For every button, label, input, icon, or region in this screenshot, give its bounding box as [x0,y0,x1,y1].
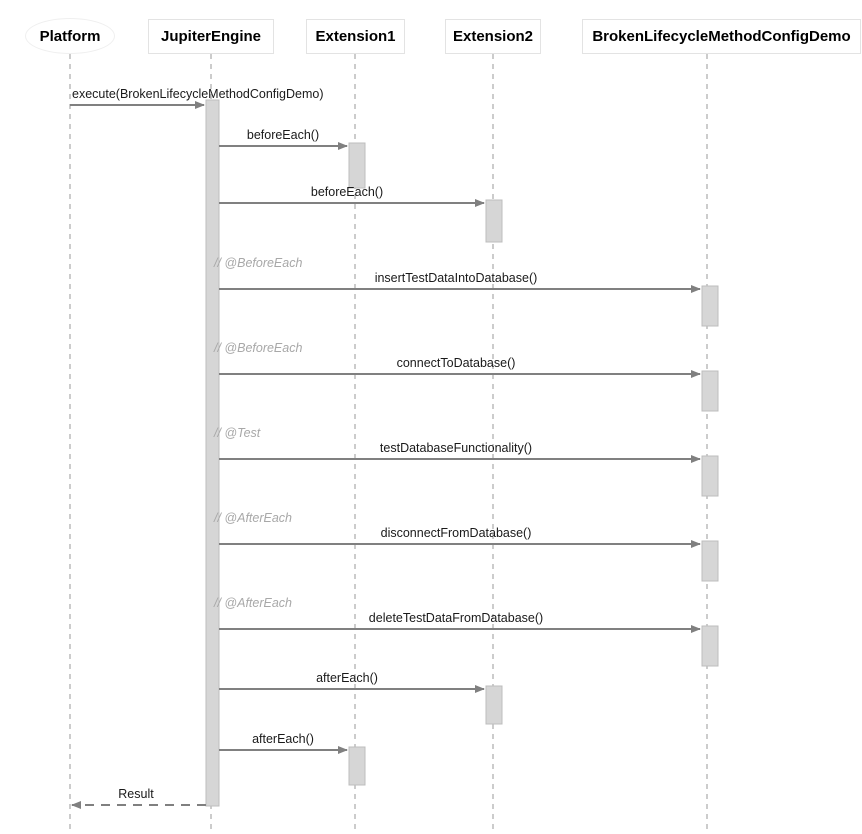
note-n5: // @AfterEach [214,596,292,610]
participant-label: Extension1 [315,28,396,45]
note-n3: // @Test [214,426,261,440]
activation-bar-extension2 [485,685,503,725]
message-label-m10: afterEach() [252,732,314,746]
note-n1: // @BeforeEach [214,256,303,270]
message-label-m3: beforeEach() [310,185,384,199]
message-label-m9: afterEach() [316,671,378,685]
activation-bar-demo [701,285,719,327]
participant-extension1[interactable]: Extension1 [306,19,405,54]
message-label-m11: Result [118,787,154,801]
activation-bar-extension1 [348,746,366,786]
activation-bar-extension1 [348,142,366,189]
message-label-m7: disconnectFromDatabase() [380,526,532,540]
activation-bar-extension2 [485,199,503,243]
participant-jupiter[interactable]: JupiterEngine [148,19,274,54]
activation-bar-demo [701,540,719,582]
message-label-m5: connectToDatabase() [396,356,516,370]
message-label-m2: beforeEach() [246,128,320,142]
participant-label: BrokenLifecycleMethodConfigDemo [592,28,851,45]
participant-label: JupiterEngine [160,28,261,45]
activation-bar-demo [701,455,719,497]
activation-bar-jupiter [205,99,220,807]
participant-platform[interactable]: Platform [25,18,115,54]
messages-layer [70,101,701,809]
activation-bar-demo [701,625,719,667]
message-label-m1: execute(BrokenLifecycleMethodConfigDemo) [72,87,324,101]
participant-label: Extension2 [452,28,534,45]
participant-extension2[interactable]: Extension2 [445,19,541,54]
message-label-m6: testDatabaseFunctionality() [379,441,533,455]
participant-label: Platform [39,27,101,45]
participant-demo[interactable]: BrokenLifecycleMethodConfigDemo [582,19,861,54]
note-n2: // @BeforeEach [214,341,303,355]
activation-bar-demo [701,370,719,412]
note-n4: // @AfterEach [214,511,292,525]
message-label-m4: insertTestDataIntoDatabase() [374,271,538,285]
activations-layer [205,99,719,807]
message-label-m8: deleteTestDataFromDatabase() [368,611,544,625]
